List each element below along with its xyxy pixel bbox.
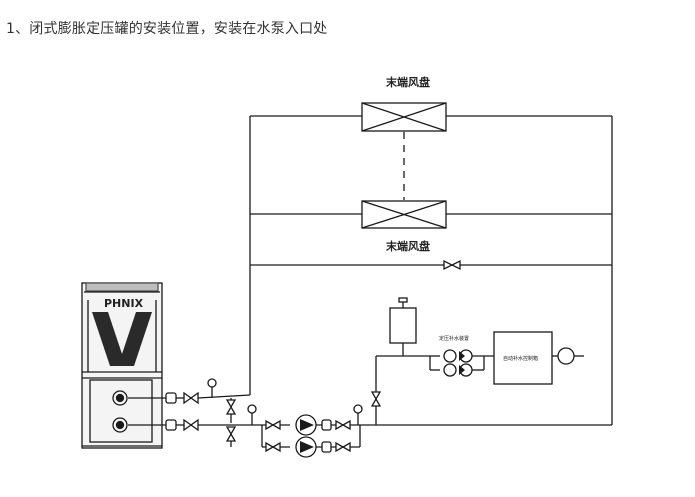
expansion-branch [370,297,584,425]
expansion-tank [389,307,417,344]
makeup-pump-label: 定压补水装置 [439,335,469,342]
control-box [493,331,553,385]
caption: 1、闭式膨胀定压罐的安装位置，安装在水泵入口处 [6,21,328,37]
main-loop-pipes [249,115,613,425]
return-line [128,404,612,458]
supply-line [128,378,251,423]
fan-coil-bottom [361,200,447,229]
bypass-valve-icon [443,259,461,271]
heat-pump-unit [81,282,163,449]
control-box-label: 自动补水控制箱 [503,355,538,362]
unit-brand: PHNIX [104,297,144,310]
fan-coil-top [361,102,447,132]
fan-coil-bottom-label: 末端风盘 [385,239,430,253]
fan-coil-top-label: 末端风盘 [385,75,430,89]
